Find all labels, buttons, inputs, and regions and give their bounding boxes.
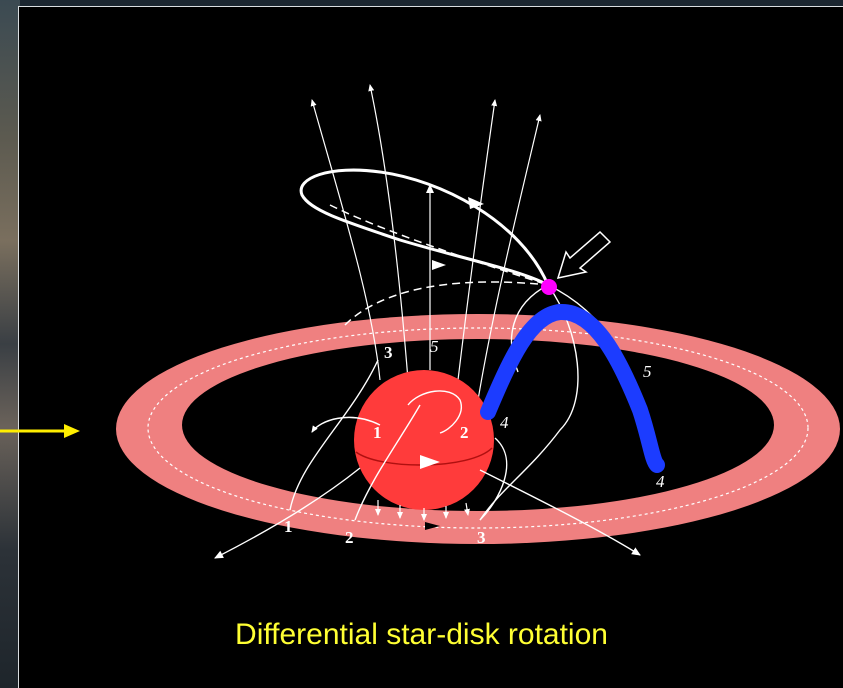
field-line-disk-outflow-right	[479, 469, 641, 556]
label-disk-2: 2	[345, 528, 354, 547]
label-disk-3: 3	[477, 528, 486, 547]
label-star-4: 4	[500, 413, 509, 432]
slide-caption: Differential star-disk rotation	[235, 618, 608, 651]
open-field-loop	[299, 168, 550, 287]
label-star-1: 1	[373, 423, 382, 442]
dashed-field-line-lower	[344, 281, 549, 326]
label-disk-1: 1	[284, 517, 293, 536]
loop-arrow-head-lower	[432, 260, 446, 270]
reconnection-pointer-arrow	[556, 230, 612, 280]
field-line-disk-arc-right	[479, 284, 579, 521]
field-line-star-to-disk-2	[354, 404, 421, 521]
field-line-mid-left	[368, 84, 409, 381]
label-star-2: 2	[460, 423, 469, 442]
label-star-5: 5	[430, 337, 439, 356]
disk-inner-dashed-line	[147, 327, 809, 529]
inflow-arrow-5	[464, 502, 470, 516]
field-line-star-loop-1	[311, 416, 381, 433]
background-photo-strip	[0, 0, 20, 688]
label-star-3: 3	[384, 343, 393, 362]
magnetic-loop	[480, 304, 665, 473]
field-line-star-to-disk-1	[289, 359, 379, 511]
field-line-mid-right	[457, 99, 498, 381]
field-line-star-loop-2	[407, 390, 462, 434]
yellow-pointer-arrow	[0, 424, 80, 438]
disk-rotation-arrow	[425, 522, 440, 530]
field-line-disk-outflow-left	[214, 467, 361, 559]
star	[354, 370, 494, 510]
field-line-star-to-disk-3	[479, 437, 508, 521]
reconnection-point	[541, 279, 557, 295]
field-line-right-upper	[477, 114, 542, 401]
star-rotation-arrow	[420, 455, 440, 469]
label-disk-4: 4	[656, 472, 665, 491]
field-line-left-upper	[310, 99, 381, 381]
dashed-field-line-upper	[329, 204, 549, 286]
loop-arrow-head	[468, 197, 484, 209]
label-disk-5: 5	[643, 362, 652, 381]
